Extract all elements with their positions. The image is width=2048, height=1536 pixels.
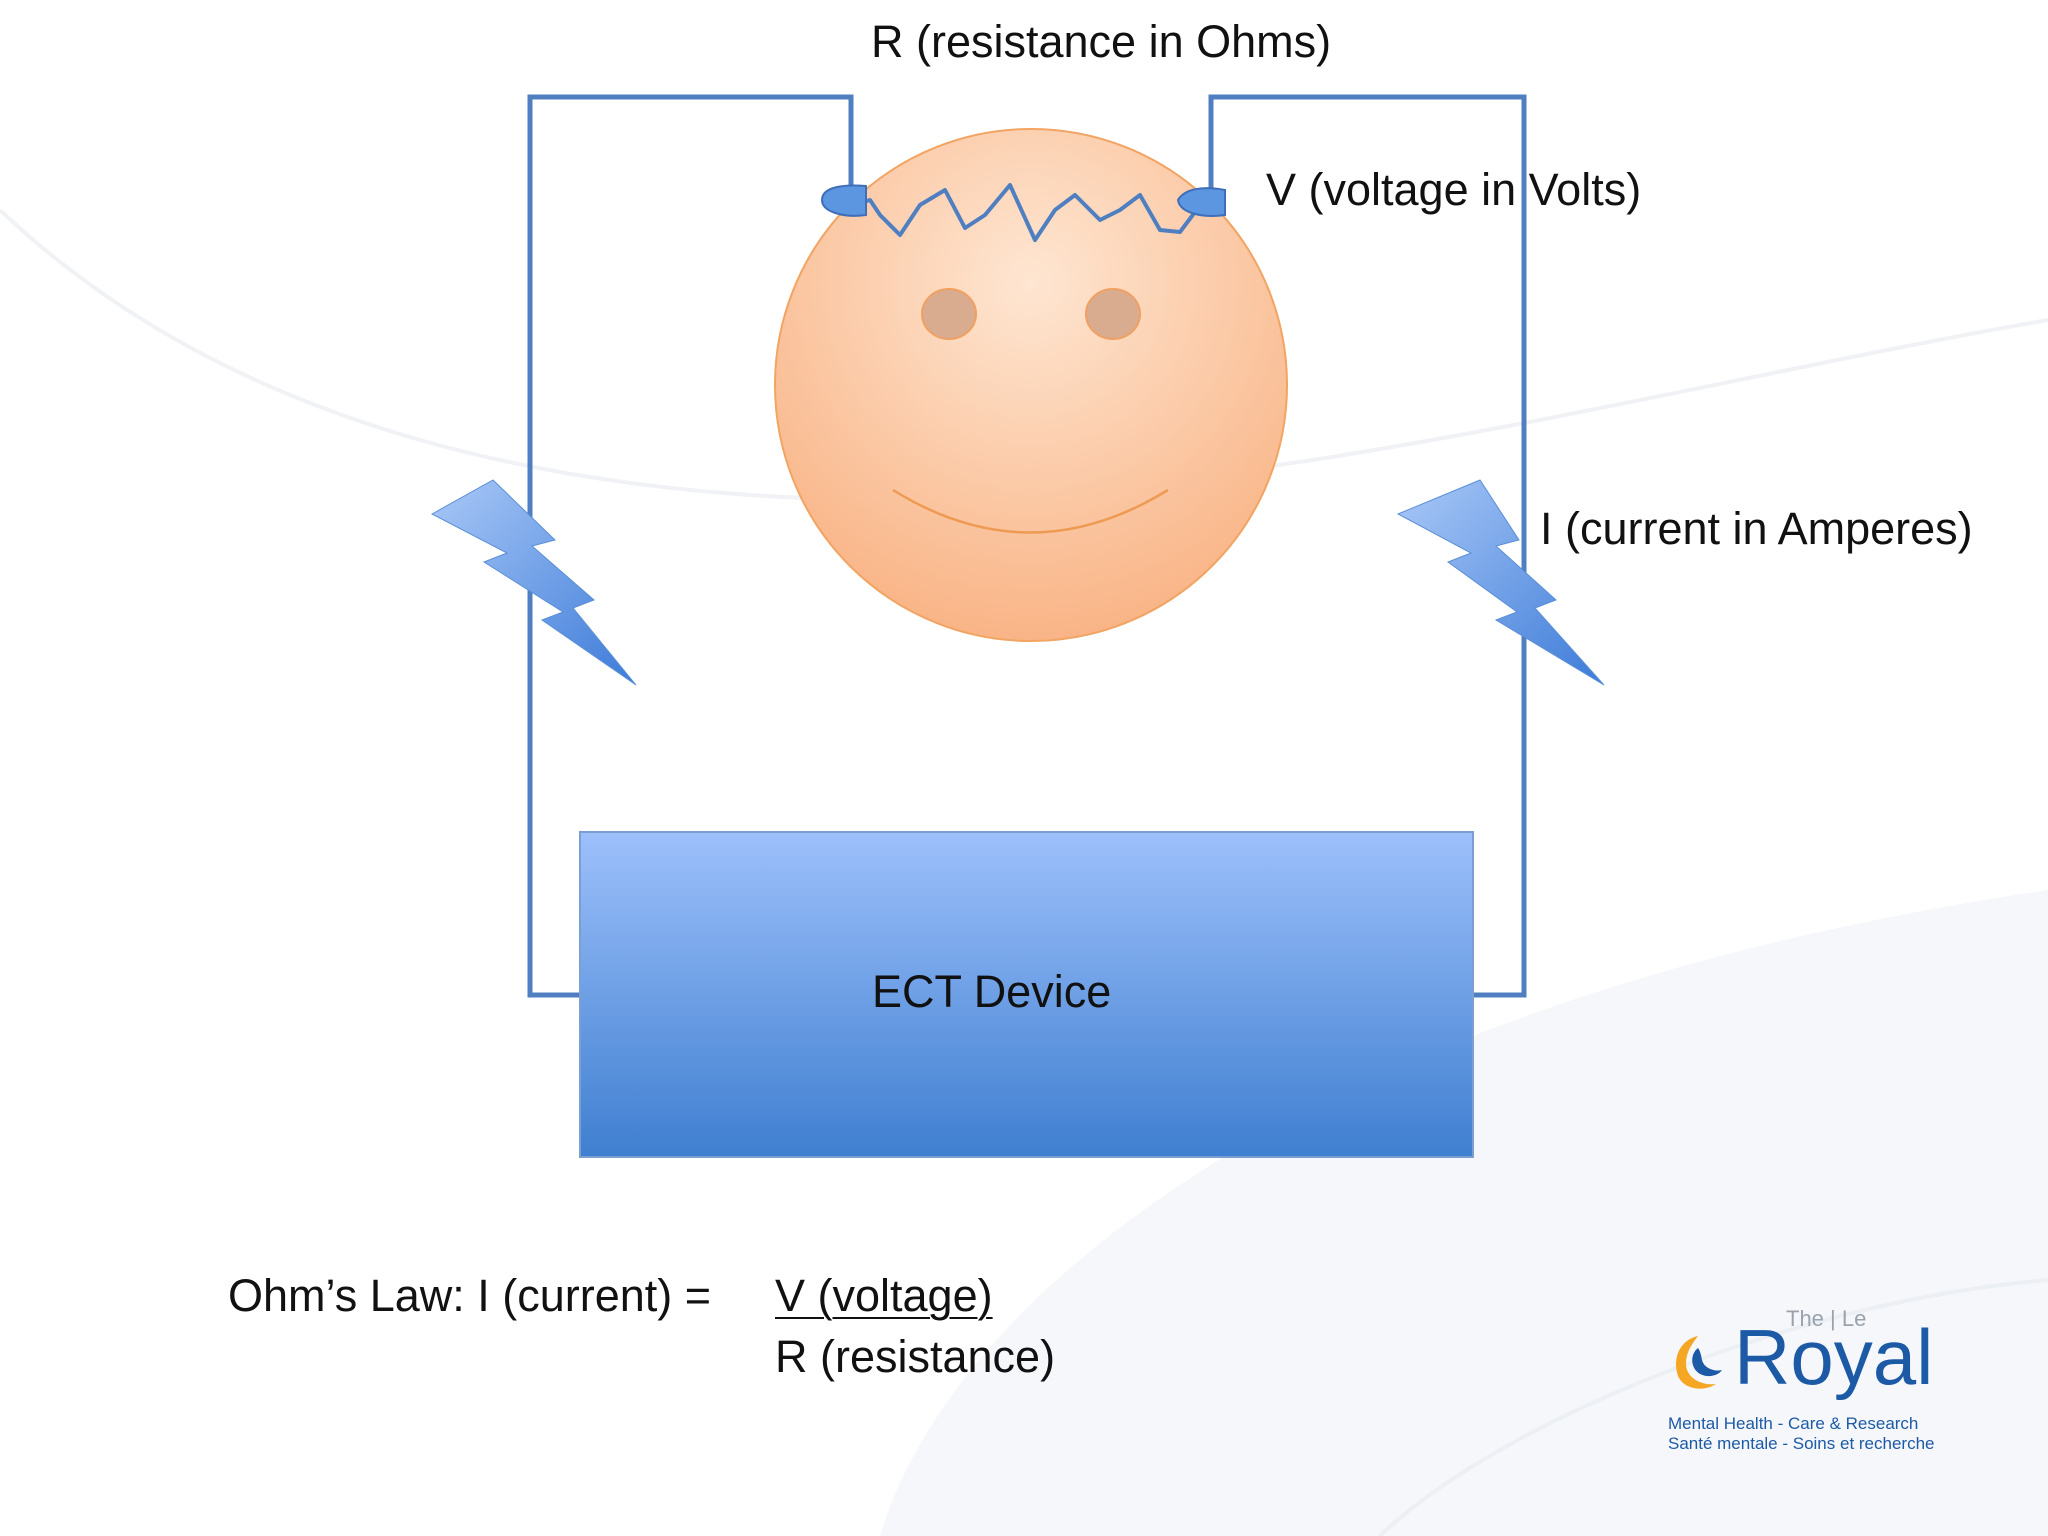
logo-emblem-icon [1676, 1336, 1722, 1389]
right-electrode [1176, 187, 1226, 217]
logo-tagline-fr: Santé mentale - Soins et recherche [1668, 1434, 1935, 1453]
right-wire [1208, 94, 1527, 998]
formula-denominator: R (resistance) [775, 1331, 1056, 1382]
left-bolt [430, 479, 637, 686]
head [774, 128, 1288, 642]
left-electrode [820, 184, 867, 217]
ect-device-label: ECT Device [872, 966, 1112, 1017]
right-bolt [1396, 479, 1605, 686]
ect-device-box [579, 831, 1474, 1158]
left-eye [921, 288, 977, 340]
logo-royal-text: Royal [1734, 1313, 1934, 1401]
royal-logo: The | Le Royal Mental Health - Care & Re… [1660, 1300, 1940, 1460]
smile [892, 488, 1169, 534]
right-eye [1085, 288, 1141, 340]
resistor-zigzag [851, 183, 1197, 242]
formula-prefix: Ohm’s Law: I (current) = [228, 1270, 712, 1321]
left-wire [527, 94, 854, 998]
logo-the-le: The | Le [1786, 1306, 1867, 1331]
resistance-label: R (resistance in Ohms) [871, 16, 1332, 67]
formula-numerator: V (voltage) [775, 1270, 993, 1321]
voltage-label: V (voltage in Volts) [1266, 164, 1642, 215]
current-label: I (current in Amperes) [1540, 503, 1973, 554]
logo-tagline-en: Mental Health - Care & Research [1668, 1414, 1919, 1433]
